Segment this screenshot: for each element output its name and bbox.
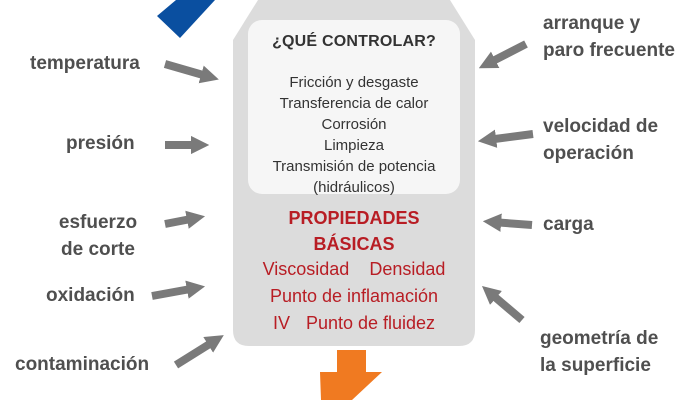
control-item-cleaning: Limpieza — [323, 137, 385, 154]
arrow-load — [482, 213, 533, 232]
arrow-oxidation — [151, 280, 206, 300]
factor-load: carga — [543, 214, 594, 235]
factor-start-stop-line1: arranque y — [543, 13, 641, 34]
control-item-heat-transfer: Transferencia de calor — [279, 95, 429, 112]
properties-row-3: IV Punto de fluidez — [236, 313, 472, 334]
arrow-shear — [164, 210, 206, 229]
control-title: ¿QUÉ CONTROLAR? — [272, 33, 436, 50]
control-item-friction: Fricción y desgaste — [289, 74, 419, 91]
control-item-corrosion: Corrosión — [321, 116, 387, 133]
arrow-startstop — [478, 40, 528, 69]
factor-surface-line2: la superficie — [540, 355, 651, 376]
property-pour-point: Punto de fluidez — [305, 313, 436, 333]
factor-surface-line1: geometría de — [540, 328, 659, 349]
arrow-contamination — [173, 335, 224, 369]
property-flash-point: Punto de inflamación — [269, 286, 439, 306]
arrow-temperature — [163, 60, 219, 84]
factor-operating-speed: velocidad de operación — [543, 113, 658, 167]
properties-title: PROPIEDADES BÁSICAS — [236, 205, 472, 257]
factor-contamination: contaminación — [15, 354, 150, 375]
properties-title-line1: PROPIEDADES — [288, 208, 420, 228]
factor-start-stop-line2: paro frecuente — [543, 40, 675, 61]
factor-temperature: temperatura — [30, 53, 140, 74]
control-item-hydraulics: (hidráulicos) — [313, 179, 395, 196]
blue-corner-shape — [157, 0, 215, 38]
property-viscosity: Viscosidad — [262, 259, 350, 279]
properties-row-2: Punto de inflamación — [236, 286, 472, 307]
arrow-surface — [481, 286, 525, 324]
factor-surface-geometry: geometría de la superficie — [540, 325, 658, 379]
property-density: Densidad — [369, 259, 446, 279]
properties-title-line2: BÁSICAS — [313, 234, 395, 254]
control-item-power-transmission: Transmisión de potencia — [272, 158, 436, 175]
factor-start-stop: arranque y paro frecuente — [543, 10, 675, 64]
factor-pressure: presión — [66, 133, 135, 154]
factor-speed-line2: operación — [543, 143, 634, 164]
property-viscosity-index: IV — [272, 313, 290, 333]
arrow-speed — [477, 129, 534, 148]
control-list: Fricción y desgaste Transferencia de cal… — [248, 72, 460, 198]
factor-shear-line1: esfuerzo — [58, 212, 138, 233]
factor-speed-line1: velocidad de — [543, 116, 659, 137]
properties-row-1: Viscosidad Densidad — [236, 259, 472, 280]
orange-down-arrow — [320, 350, 382, 400]
factor-oxidation: oxidación — [46, 285, 135, 306]
control-box — [248, 20, 460, 194]
factor-shear-stress: esfuerzo de corte — [52, 209, 144, 263]
factor-shear-line2: de corte — [61, 239, 135, 260]
